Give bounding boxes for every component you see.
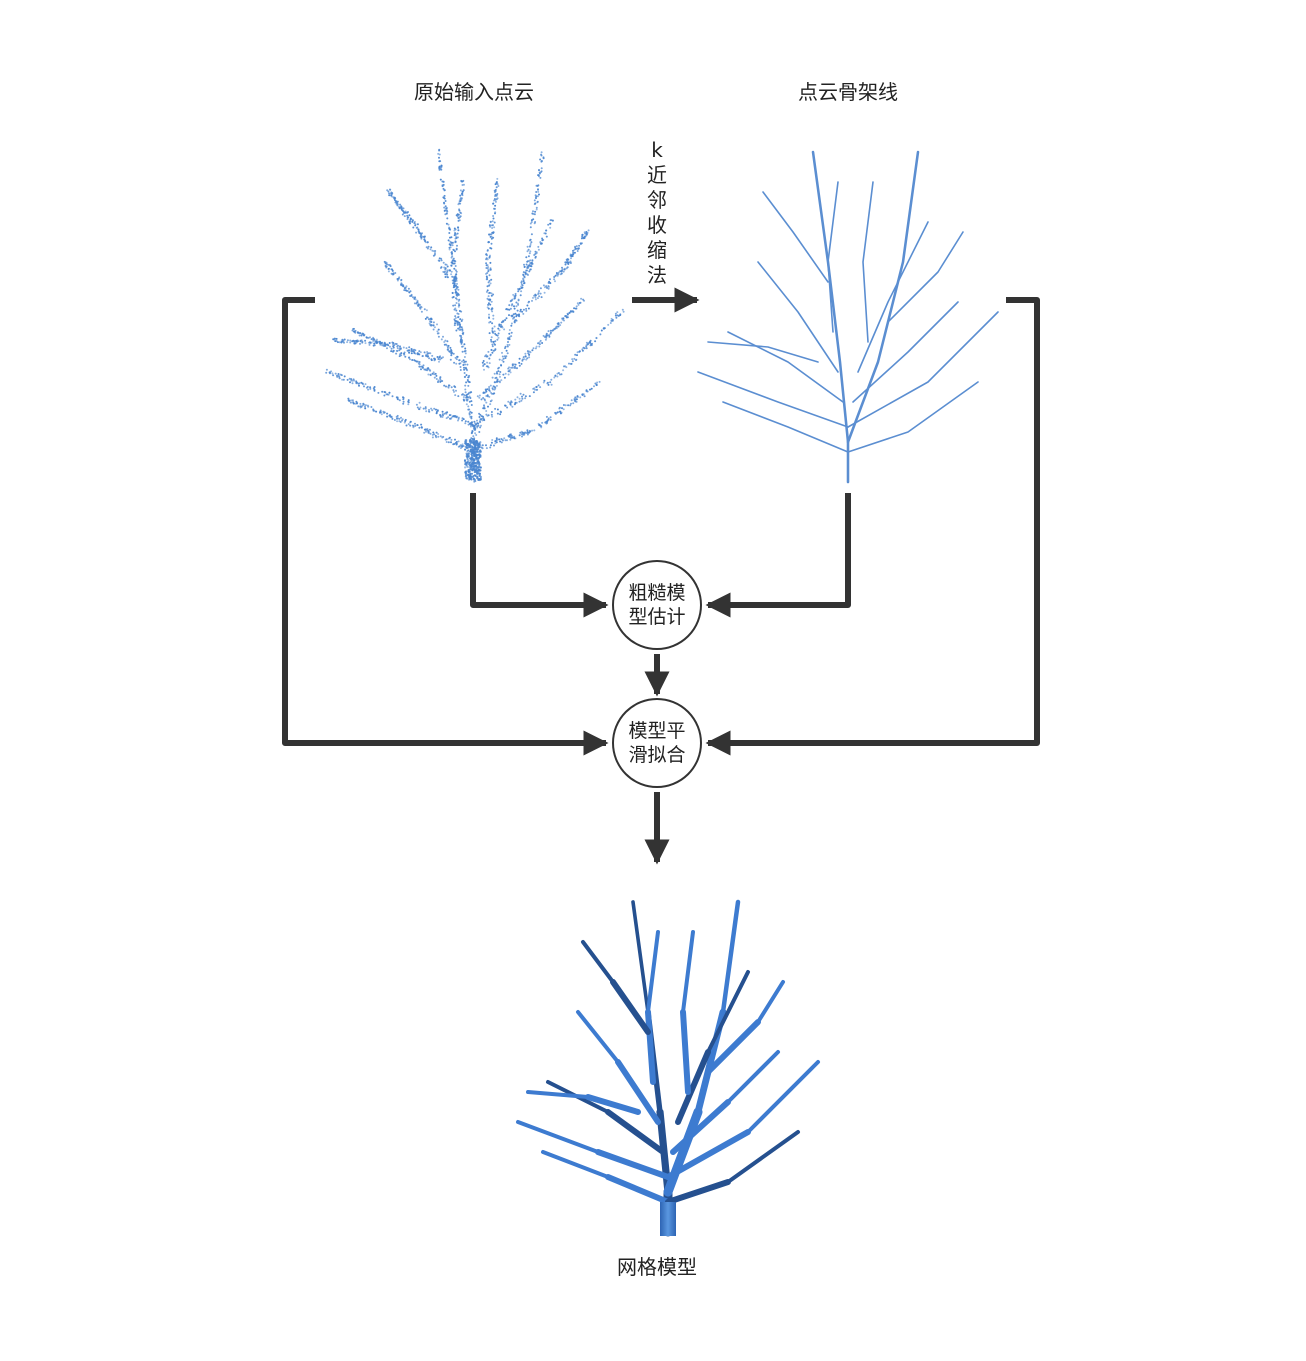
node-smooth-label: 模型平滑拟合 [628,720,686,766]
label-mesh-model: 网格模型 [617,1255,697,1279]
arrow-left-bracket-to-smooth [282,297,609,756]
mesh-tree-image [516,899,820,1237]
label-knn-contraction: k 近 邻 收 缩 法 [642,138,672,288]
label-skeleton: 点云骨架线 [798,80,898,104]
arrow-right-bracket-to-smooth [705,297,1040,756]
skeleton-tree-image [697,150,999,484]
method-char: k [651,138,663,162]
node-rough-model-estimation: 粗糙模型估计 [612,560,702,650]
method-char: 法 [647,263,667,287]
point-cloud-tree-image [325,148,625,483]
label-input-point-cloud: 原始输入点云 [414,80,534,104]
node-rough-label: 粗糙模型估计 [628,582,686,628]
method-char: 邻 [647,188,667,212]
arrow-cloud-to-rough [470,493,609,618]
method-char: 近 [647,163,667,187]
node-model-smooth-fitting: 模型平滑拟合 [612,698,702,788]
method-char: 缩 [647,238,667,262]
method-char: 收 [647,213,667,237]
arrow-skeleton-to-rough [705,493,851,618]
